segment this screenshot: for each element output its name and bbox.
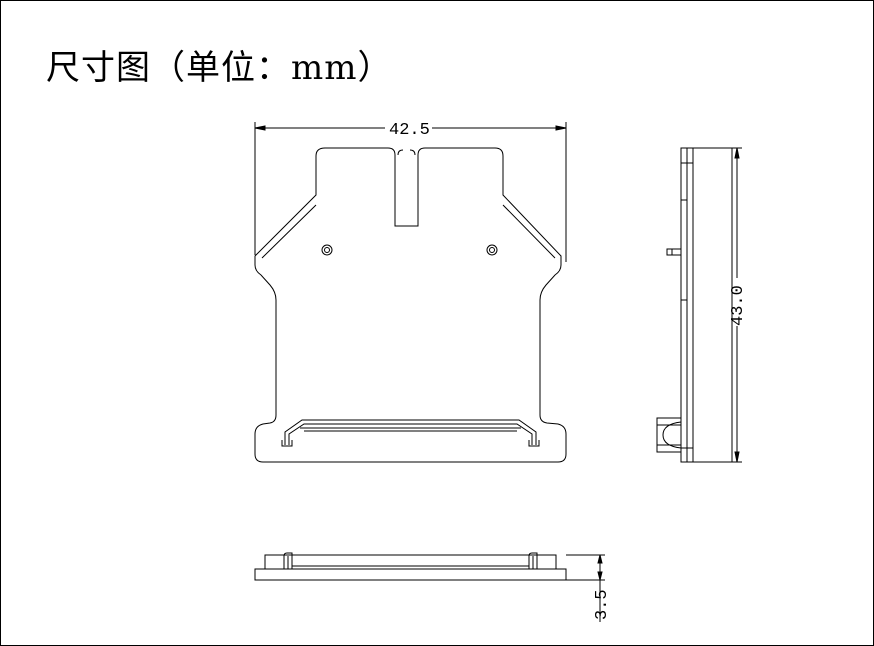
front-view-bottom-rail: [281, 419, 540, 447]
side-view-height-dimension: [732, 147, 742, 463]
bottom-view: 3.5: [254, 552, 612, 622]
bottom-view-thickness-dimension: [566, 554, 605, 622]
height-dimension-label: 43.0: [729, 285, 748, 326]
front-view-chamfer-line-right: [502, 204, 556, 259]
side-view: 43.0: [656, 147, 748, 463]
drawing-title: 尺寸图（单位：mm）: [46, 48, 393, 88]
front-view: 42.5: [254, 121, 567, 463]
bottom-view-base-plate: [254, 568, 567, 581]
bottom-view-rib-left-outer: [283, 552, 293, 569]
front-view-hole-right-inner: [489, 247, 495, 253]
side-view-clip: [656, 417, 682, 453]
front-view-width-dimension: [254, 122, 567, 262]
width-dimension-label: 42.5: [389, 121, 430, 140]
front-view-hole-right: [486, 244, 498, 256]
side-view-body: [692, 147, 733, 463]
front-view-slot-edge-right: [409, 149, 416, 156]
bottom-view-body: [264, 554, 557, 570]
bottom-view-rib-right-outer: [528, 552, 538, 569]
side-view-pin: [666, 248, 682, 256]
front-view-slot-edge-left: [397, 149, 404, 156]
front-view-hole-left-inner: [324, 247, 330, 253]
front-view-hole-left: [321, 244, 333, 256]
front-view-outline: [254, 147, 567, 463]
front-view-chamfer-line-left: [261, 204, 317, 259]
thickness-dimension-label: 3.5: [593, 589, 612, 620]
